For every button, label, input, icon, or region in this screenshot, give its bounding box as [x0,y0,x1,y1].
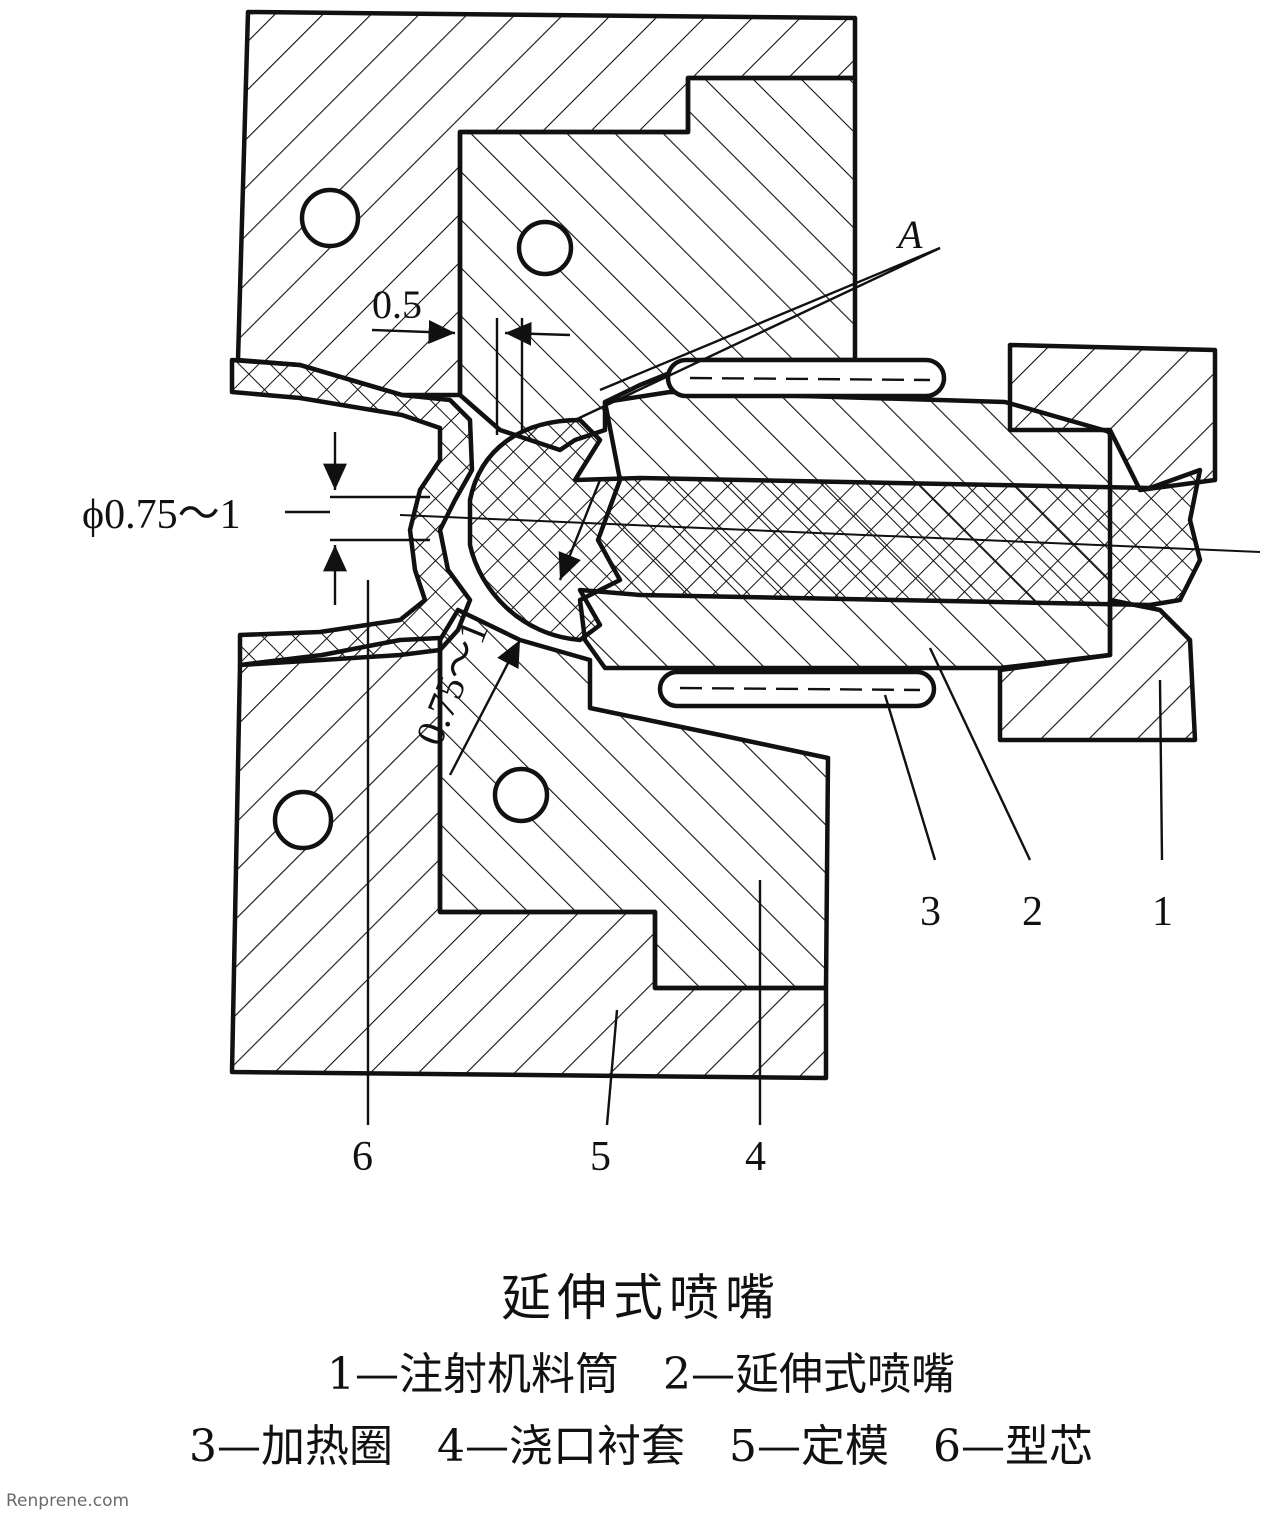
molded-part [229,357,475,668]
cooling-hole-3 [272,789,334,851]
detail-a-label: A [895,212,923,257]
dimension-gap-label: 0.5 [372,282,422,327]
legend-line-2: 3—加热圈 4—浇口衬套 5—定模 6—型芯 [189,1421,1093,1472]
part-label-3: 3 [920,889,941,935]
cooling-hole-4 [492,766,550,824]
melt-channel [467,417,1203,643]
orifice-diameter-label: ϕ0.75～1 [82,492,241,538]
cooling-hole-1 [299,187,361,249]
figure-title: 延伸式喷嘴 [501,1269,781,1327]
legend-line-1: 1—注射机料筒 2—延伸式喷嘴 [327,1349,955,1400]
axis-line [399,514,1261,553]
part-label-6: 6 [352,1134,373,1180]
part-label-4: 4 [745,1134,766,1180]
sprue-bushing-upper [457,75,858,453]
cooling-hole-2 [516,219,574,277]
part-label-5: 5 [590,1134,611,1180]
part-label-1: 1 [1152,889,1173,935]
sprue-bushing-lower [437,607,831,991]
part-label-2: 2 [1022,889,1043,935]
watermark: Renprene.com [6,1491,130,1511]
